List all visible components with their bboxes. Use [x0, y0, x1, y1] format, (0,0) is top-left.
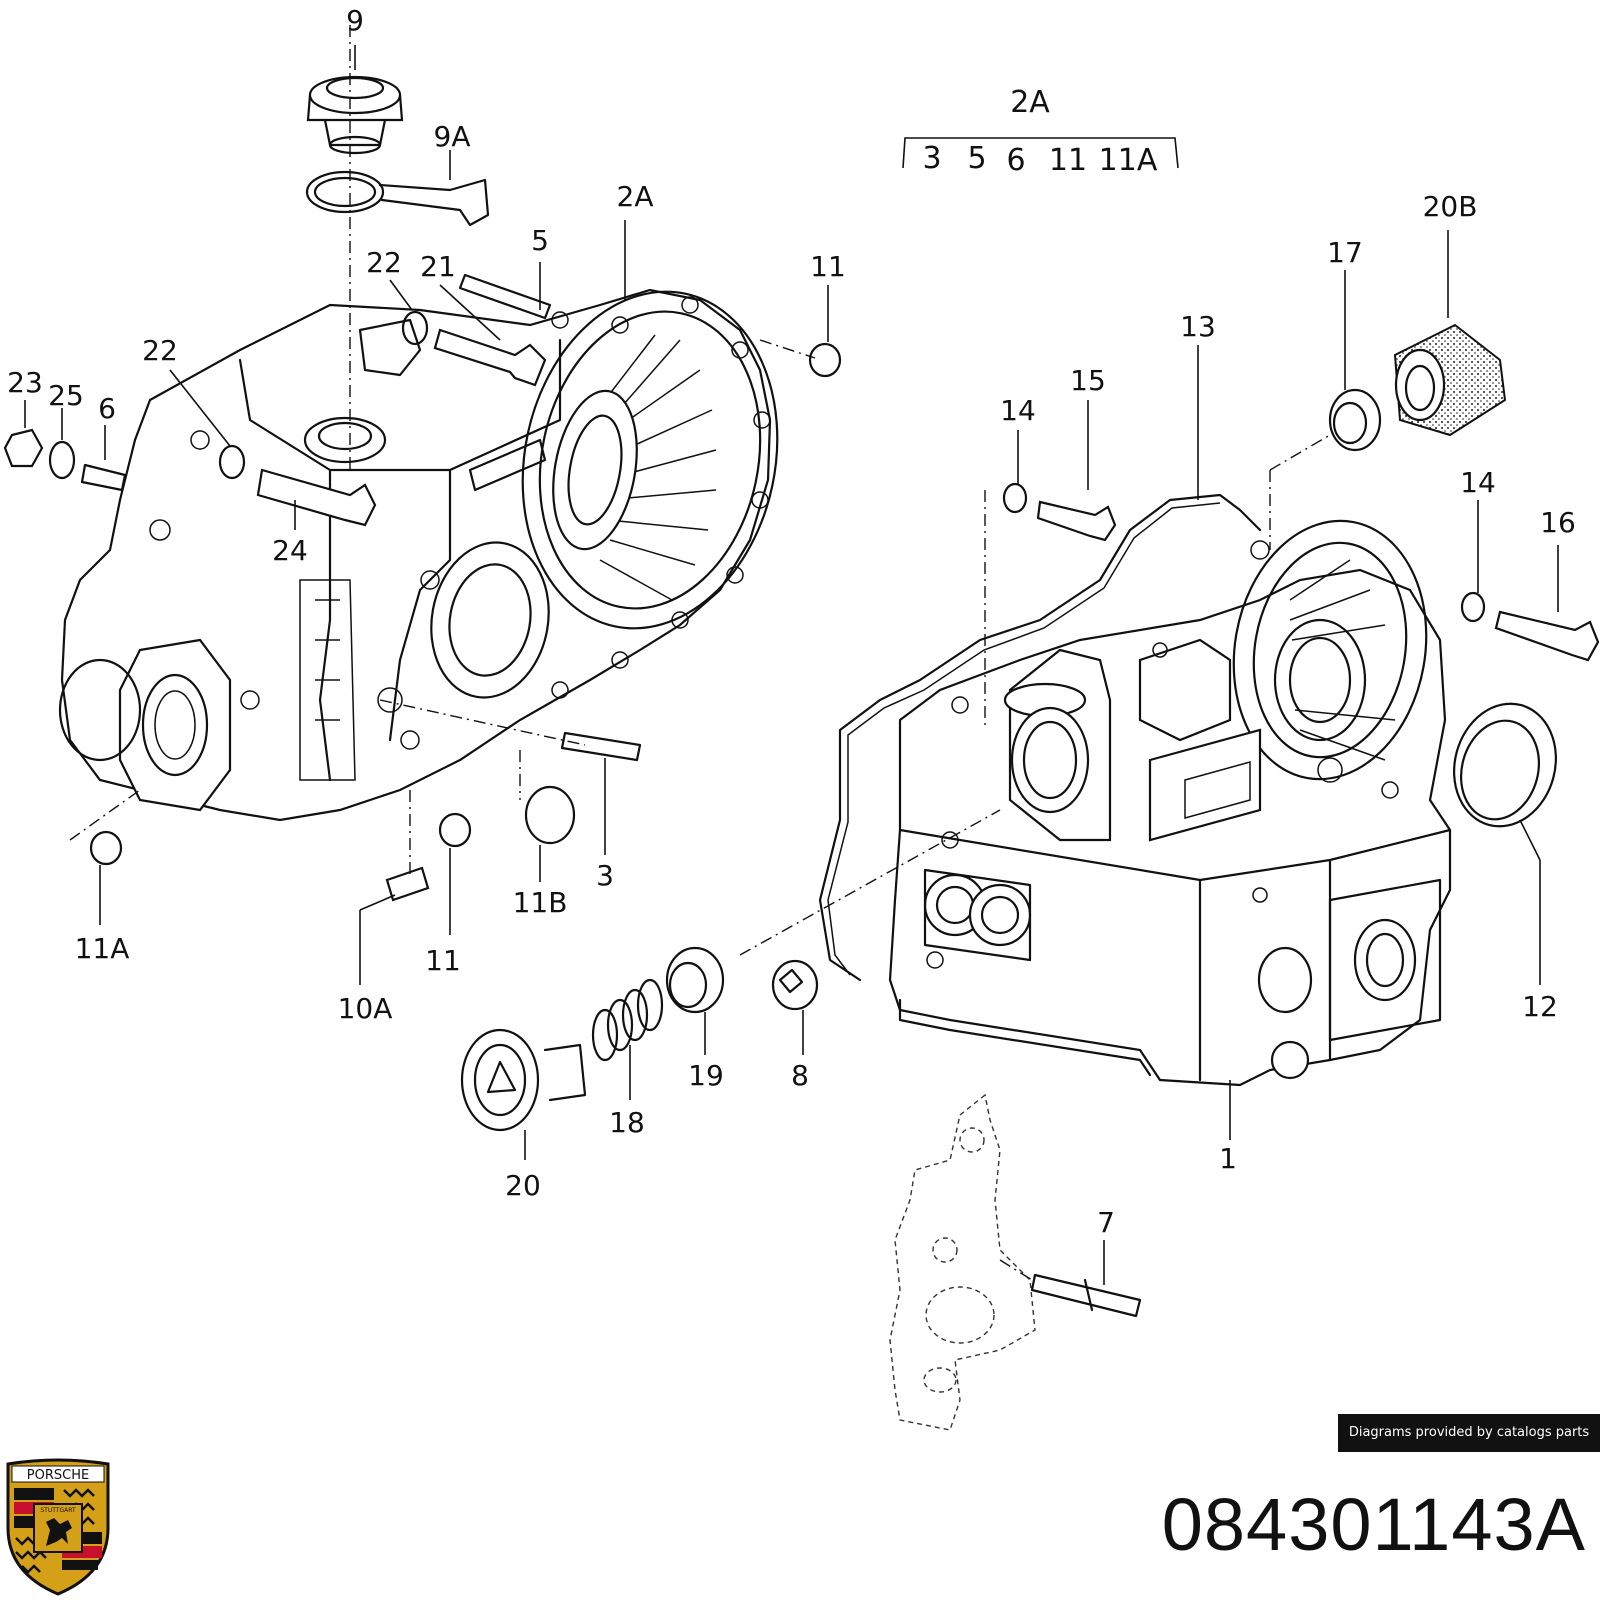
callout-label: 11 — [425, 944, 461, 977]
callout-label: 11A — [75, 932, 130, 965]
gearbox-housing-right — [818, 493, 1452, 1087]
callout-label: 17 — [1327, 236, 1363, 269]
seal-ring-12 — [1453, 702, 1557, 828]
boot-20b — [1393, 323, 1507, 437]
washer-14-left — [1002, 482, 1028, 514]
callout-label: 14 — [1000, 394, 1036, 427]
callout-label: 21 — [420, 250, 456, 283]
callout-label: 9 — [346, 4, 364, 37]
group-member: 5 — [967, 141, 986, 176]
callout-label: 5 — [531, 224, 549, 257]
bushing-11a — [89, 830, 123, 866]
stud-5 — [458, 273, 552, 320]
callouts: 2A 3 5 6 11 11A 9 9A 2A 5 22 21 11 22 23… — [7, 4, 1576, 1239]
assembly-axes — [69, 25, 1331, 1281]
seal-19 — [665, 946, 725, 1014]
bolt-24 — [256, 468, 377, 527]
bearing-20 — [460, 1028, 587, 1132]
nut-23 — [3, 428, 44, 468]
logo-city: STUTTGART — [40, 1507, 76, 1514]
bolt-21 — [433, 328, 547, 387]
washer-14-right — [1460, 591, 1486, 623]
callout-label: 14 — [1460, 466, 1496, 499]
callout-label: 24 — [272, 534, 308, 567]
callout-label: 3 — [596, 859, 614, 892]
group-member: 11 — [1049, 143, 1087, 178]
bushing-11-bottom — [438, 812, 472, 848]
callout-label: 1 — [1219, 1142, 1237, 1175]
phantom-mount-bracket — [889, 1093, 1036, 1431]
callout-leaders — [24, 45, 1559, 1285]
callout-label: 11B — [513, 886, 568, 919]
callout-label: 2A — [617, 180, 654, 213]
diagram-credit: Diagrams provided by catalogs parts — [1338, 1414, 1600, 1452]
callout-label: 6 — [98, 392, 116, 425]
callout-label: 7 — [1097, 1206, 1115, 1239]
callout-label: 20B — [1423, 190, 1478, 223]
filler-seal — [305, 170, 490, 227]
bushing-11-top — [808, 342, 842, 378]
bolt-15 — [1036, 500, 1117, 542]
seal-17 — [1328, 388, 1382, 452]
callout-label: 25 — [48, 379, 84, 412]
callout-label: 22 — [142, 334, 178, 367]
callout-label: 12 — [1522, 990, 1558, 1023]
callout-label: 19 — [688, 1059, 724, 1092]
callout-label: 11 — [810, 250, 846, 283]
logo-wordmark: PORSCHE — [27, 1468, 89, 1483]
group-member: 11A — [1099, 143, 1158, 178]
part-number: 084301143A — [1161, 1483, 1586, 1566]
stud-3 — [560, 731, 642, 762]
callout-label: 20 — [505, 1169, 541, 1202]
washer-25 — [48, 440, 76, 480]
callout-label: 16 — [1540, 506, 1576, 539]
group-member: 6 — [1006, 143, 1025, 178]
spring-18 — [591, 978, 664, 1062]
callout-label: 13 — [1180, 310, 1216, 343]
porsche-crest-icon: PORSCHE STUTTGART — [6, 1458, 110, 1596]
callout-label: 18 — [609, 1106, 645, 1139]
washer-22-top — [401, 310, 429, 346]
stud-6 — [80, 463, 127, 492]
callout-label: 22 — [366, 246, 402, 279]
callout-label: 9A — [434, 120, 471, 153]
group-label: 2A — [1010, 85, 1050, 120]
group-member: 3 — [922, 141, 941, 176]
clutch-housing-left — [58, 288, 779, 822]
filler-plug — [306, 75, 404, 155]
callout-label: 10A — [338, 992, 393, 1025]
needle-bearing-11b — [524, 785, 576, 845]
plug-8 — [771, 959, 819, 1011]
stud-7 — [1030, 1273, 1142, 1318]
bolt-16 — [1494, 610, 1600, 662]
callout-label: 15 — [1070, 364, 1106, 397]
callout-label: 8 — [791, 1059, 809, 1092]
washer-22-left — [218, 444, 246, 480]
callout-label: 23 — [7, 366, 43, 399]
group-bracket — [902, 137, 1179, 169]
